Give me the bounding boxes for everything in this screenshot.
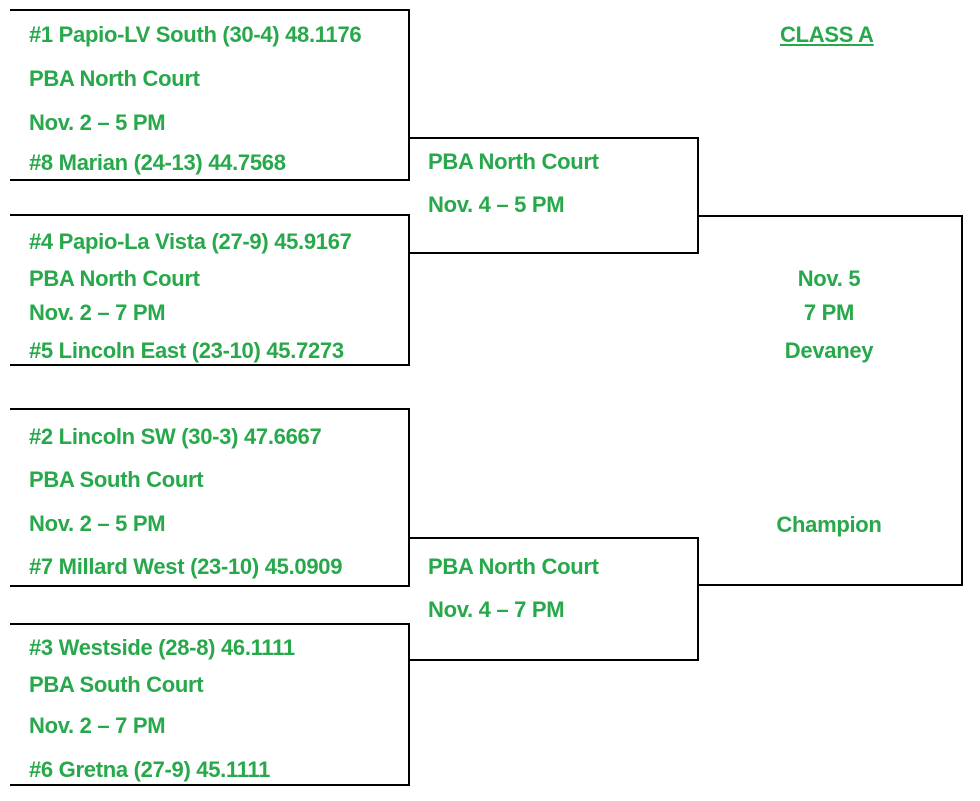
game-3-time: Nov. 2 – 5 PM: [29, 511, 166, 536]
game-4-bottom-team: #6 Gretna (27-9) 45.1111: [29, 757, 271, 782]
game-2-time: Nov. 2 – 7 PM: [29, 300, 166, 325]
semifinal-1-venue: PBA North Court: [428, 149, 599, 174]
game-1-top-team: #1 Papio-LV South (30-4) 48.1176: [29, 22, 362, 47]
game-4-top-team: #3 Westside (28-8) 46.1111: [29, 635, 295, 660]
game-1-bottom-team: #8 Marian (24-13) 44.7568: [29, 150, 286, 175]
final-venue: Devaney: [784, 338, 874, 363]
final-date: Nov. 5: [797, 266, 861, 291]
game-1-venue: PBA North Court: [29, 66, 200, 91]
game-2-venue: PBA North Court: [29, 266, 200, 291]
game-1-time: Nov. 2 – 5 PM: [29, 110, 166, 135]
game-3-bottom-team: #7 Millard West (23-10) 45.0909: [29, 554, 343, 579]
game-2-top-team: #4 Papio-La Vista (27-9) 45.9167: [29, 229, 352, 254]
game-4-bracket-line: [10, 623, 410, 786]
game-4-venue: PBA South Court: [29, 672, 204, 697]
game-2-bracket-line: [10, 214, 410, 366]
semifinal-2-bracket-line: [409, 537, 699, 661]
game-4-time: Nov. 2 – 7 PM: [29, 713, 166, 738]
champion-label: Champion: [776, 512, 882, 537]
game-3-bracket-line: [10, 408, 410, 587]
semifinal-1-bracket-line: [409, 137, 699, 254]
semifinal-1-time: Nov. 4 – 5 PM: [428, 192, 565, 217]
game-2-bottom-team: #5 Lincoln East (23-10) 45.7273: [29, 338, 344, 363]
game-1-bracket-line: [10, 9, 410, 181]
class-title: CLASS A: [780, 22, 874, 47]
final-bracket-line: [698, 215, 963, 586]
game-3-top-team: #2 Lincoln SW (30-3) 47.6667: [29, 424, 322, 449]
final-time: 7 PM: [803, 300, 855, 325]
semifinal-2-time: Nov. 4 – 7 PM: [428, 597, 565, 622]
semifinal-2-venue: PBA North Court: [428, 554, 599, 579]
game-3-venue: PBA South Court: [29, 467, 204, 492]
